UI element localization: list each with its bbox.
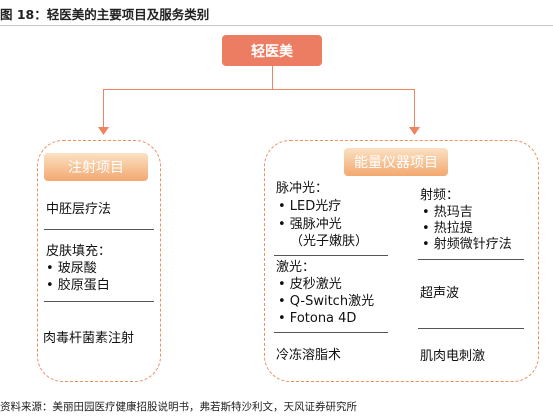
right-col2-divider [418, 259, 524, 260]
right-col2-item: • 热玛吉 [422, 205, 473, 220]
right-col2-item: 肌肉电刺激 [420, 349, 486, 364]
right-col2-item: 射频： [420, 188, 460, 203]
right-drop [414, 89, 415, 129]
left-item: 肉毒杆菌素注射 [43, 331, 135, 346]
root-stem [272, 66, 273, 89]
energy-device-panel [264, 140, 539, 382]
right-col1-item: • Q-Switch激光 [278, 294, 375, 309]
right-col1-divider [274, 255, 388, 256]
right-col1-item: • 强脉冲光 [278, 217, 342, 232]
right-col1-divider [274, 332, 388, 333]
left-item: • 玻尿酸 [46, 261, 97, 276]
right-col1-item: （光子嫩肤） [290, 234, 369, 249]
left-drop [103, 89, 104, 129]
injection-panel [37, 140, 161, 382]
right-col1-item: • Fotona 4D [278, 311, 357, 326]
source-note: 资料来源：美丽田园医疗健康招股说明书，弗若斯特沙利文，天风证券研究所 [0, 401, 357, 413]
right-col1-item: • 皮秒激光 [278, 277, 342, 292]
figure-title: 图 18：轻医美的主要项目及服务类别 [0, 7, 210, 22]
left-arrowhead [98, 127, 109, 135]
injection-category-label: 注射项目 [44, 153, 148, 181]
branch-bar [103, 89, 414, 90]
left-divider [44, 301, 154, 302]
left-divider [44, 229, 154, 230]
root-node: 轻医美 [222, 35, 322, 66]
right-col1-item: 脉冲光： [276, 181, 329, 196]
right-col2-divider [418, 328, 524, 329]
title-rule [0, 25, 553, 26]
right-col2-item: • 热拉提 [422, 221, 473, 236]
right-arrowhead [409, 127, 420, 135]
left-item: • 胶原蛋白 [46, 278, 110, 293]
energy-category-label: 能量仪器项目 [344, 148, 448, 176]
left-item: 中胚层疗法 [46, 202, 112, 217]
left-item: 皮肤填充： [46, 244, 112, 259]
right-col2-item: • 射频微针疗法 [422, 237, 512, 252]
right-col2-item: 超声波 [420, 286, 460, 301]
right-col1-item: 冷冻溶脂术 [276, 348, 342, 363]
right-col1-item: • LED光疗 [278, 199, 342, 214]
right-col1-item: 激光： [276, 260, 316, 275]
